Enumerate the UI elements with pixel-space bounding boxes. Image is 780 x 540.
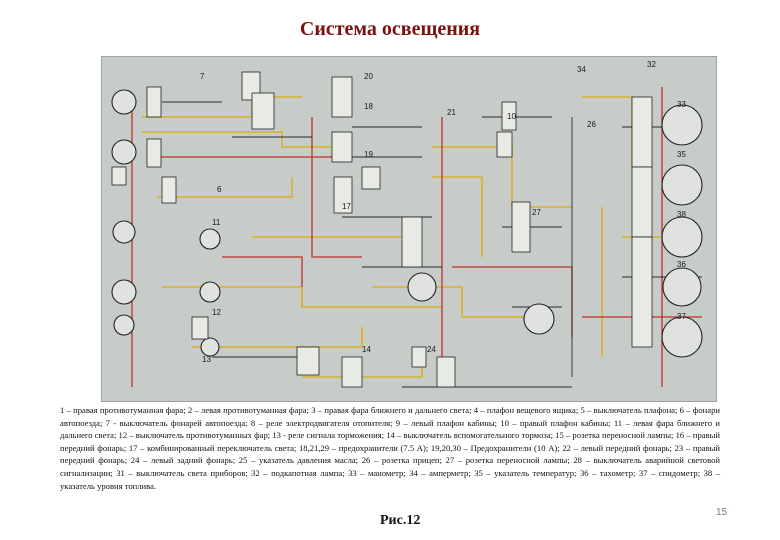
wiring-diagram-svg: 7 6 11 12 13 20 18 19 21 10 34 32 26 27 … — [111, 60, 703, 388]
svg-text:13: 13 — [202, 355, 211, 364]
svg-text:37: 37 — [677, 312, 686, 321]
svg-text:18: 18 — [364, 102, 373, 111]
connector-blocks — [111, 71, 653, 388]
svg-text:6: 6 — [217, 185, 222, 194]
page-number: 15 — [716, 507, 728, 518]
svg-text:38: 38 — [677, 210, 686, 219]
component-tags: 7 6 11 12 13 20 18 19 21 10 34 32 26 27 … — [200, 60, 686, 364]
svg-text:12: 12 — [212, 308, 221, 317]
svg-text:26: 26 — [587, 120, 596, 129]
figure-label: Рис.12 — [380, 513, 421, 528]
svg-text:19: 19 — [364, 150, 373, 159]
svg-text:36: 36 — [677, 260, 686, 269]
page-title: Система освещения — [299, 18, 481, 40]
svg-text:14: 14 — [362, 345, 371, 354]
svg-text:33: 33 — [677, 100, 686, 109]
lamp-symbols — [111, 89, 703, 358]
svg-text:24: 24 — [427, 345, 436, 354]
figure-legend: 1 – правая противотуманная фара; 2 – лев… — [60, 405, 720, 491]
svg-text:35: 35 — [677, 150, 686, 159]
svg-text:21: 21 — [447, 108, 456, 117]
svg-text:7: 7 — [200, 72, 205, 81]
svg-text:10: 10 — [507, 112, 516, 121]
svg-text:20: 20 — [364, 72, 373, 81]
svg-text:17: 17 — [342, 202, 351, 211]
svg-text:32: 32 — [647, 60, 656, 69]
svg-text:34: 34 — [577, 65, 586, 74]
wiring-diagram: 7 6 11 12 13 20 18 19 21 10 34 32 26 27 … — [101, 56, 717, 402]
svg-text:11: 11 — [212, 218, 221, 227]
svg-text:27: 27 — [532, 208, 541, 217]
